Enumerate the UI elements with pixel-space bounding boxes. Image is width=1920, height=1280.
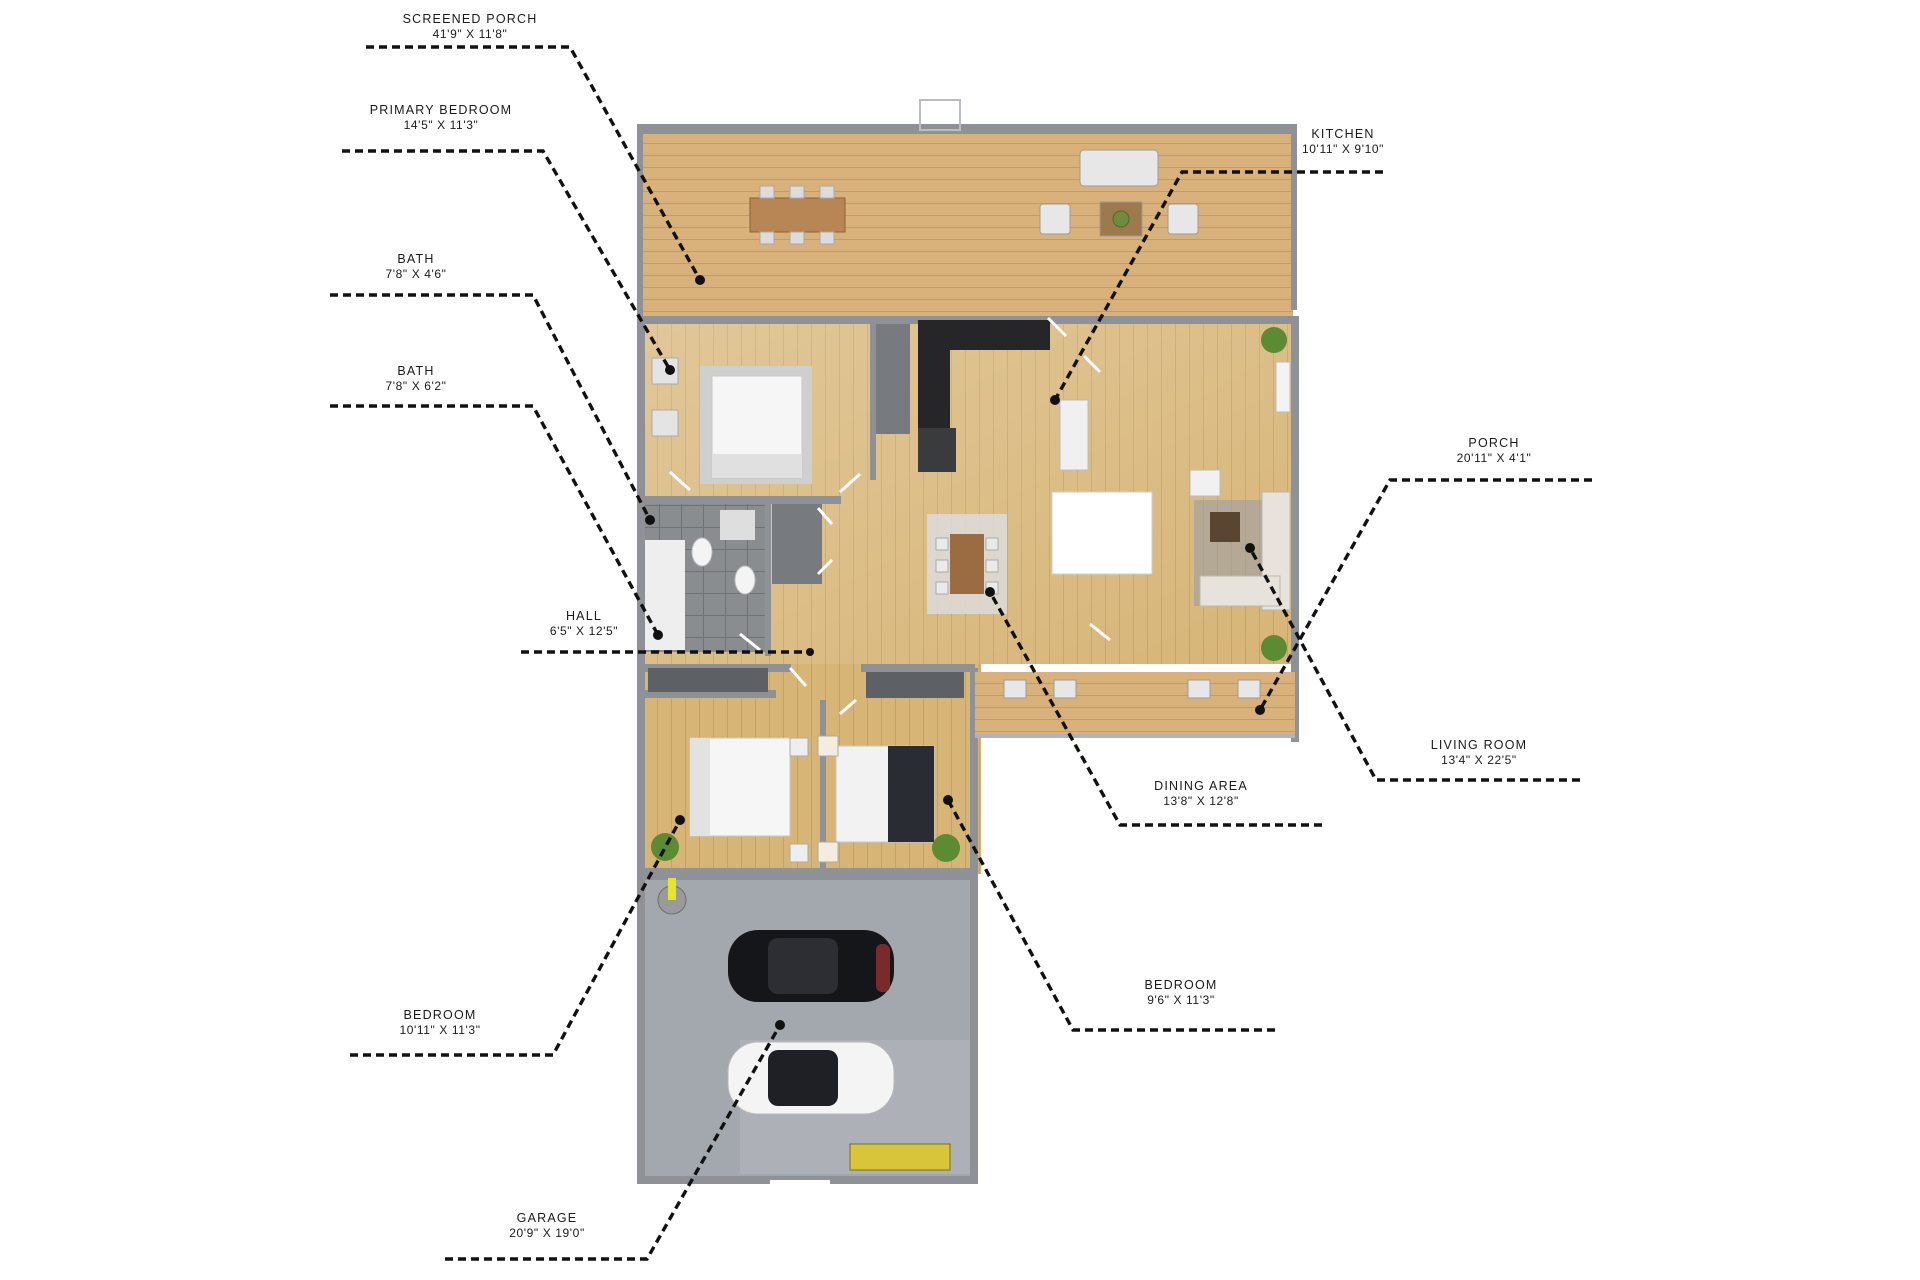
room-dims: 13'4" X 22'5" bbox=[1441, 753, 1517, 767]
leader-bath-2 bbox=[330, 404, 660, 636]
label-screened-porch: SCREENED PORCH 41'9" X 11'8" bbox=[403, 12, 538, 41]
label-bedroom-2: BEDROOM 9'6" X 11'3" bbox=[1145, 978, 1218, 1007]
room-name: BATH bbox=[397, 364, 435, 378]
label-bath-2: BATH 7'8" X 6'2" bbox=[385, 364, 446, 393]
primary-bed bbox=[651, 357, 812, 484]
room-dims: 20'11" X 4'1" bbox=[1456, 451, 1532, 465]
label-living-room: LIVING ROOM 13'4" X 22'5" bbox=[1431, 738, 1528, 767]
leader-living-room bbox=[1248, 547, 1580, 782]
leader-porch bbox=[1258, 478, 1592, 711]
room-dims: 14'5" X 11'3" bbox=[403, 118, 479, 132]
room-dims: 10'11" X 11'3" bbox=[399, 1023, 481, 1037]
leader-bedroom-2 bbox=[946, 799, 1275, 1032]
leader-primary-bedroom bbox=[342, 149, 672, 371]
room-dims: 20'9" X 19'0" bbox=[509, 1226, 585, 1240]
white-car bbox=[727, 1041, 895, 1115]
room-dims: 10'11" X 9'10" bbox=[1302, 142, 1384, 156]
room-name: LIVING ROOM bbox=[1430, 738, 1528, 752]
porch-area bbox=[975, 672, 1295, 738]
room-dims: 7'8" X 6'2" bbox=[385, 379, 447, 393]
bedroom-1-bed bbox=[651, 737, 809, 863]
room-dims: 13'8" X 12'8" bbox=[1163, 794, 1239, 808]
label-hall: HALL 6'5" X 12'5" bbox=[550, 609, 618, 638]
label-primary-bedroom: PRIMARY BEDROOM 14'5" X 11'3" bbox=[370, 103, 513, 132]
screened-porch-area bbox=[637, 99, 1297, 316]
label-bedroom-1: BEDROOM 10'11" X 11'3" bbox=[399, 1008, 480, 1037]
porch-lounge-set bbox=[1039, 149, 1199, 237]
leader-bedroom-1 bbox=[350, 819, 682, 1057]
room-name: PRIMARY BEDROOM bbox=[369, 103, 513, 117]
leader-bath-1 bbox=[330, 293, 652, 521]
dark-car bbox=[728, 930, 894, 1002]
room-dims: 41'9" X 11'8" bbox=[432, 27, 508, 41]
porch-dining-table bbox=[749, 185, 846, 245]
leader-kitchen bbox=[1053, 170, 1383, 401]
label-bath-1: BATH 7'8" X 4'6" bbox=[385, 252, 446, 281]
room-dims: 9'6" X 11'3" bbox=[1147, 993, 1215, 1007]
room-name: KITCHEN bbox=[1311, 127, 1375, 141]
room-name: SCREENED PORCH bbox=[402, 12, 538, 26]
room-dims: 7'8" X 4'6" bbox=[385, 267, 447, 281]
room-name: BEDROOM bbox=[1144, 978, 1218, 992]
room-name: BEDROOM bbox=[403, 1008, 477, 1022]
label-garage: GARAGE 20'9" X 19'0" bbox=[509, 1211, 585, 1240]
room-name: GARAGE bbox=[516, 1211, 578, 1225]
room-name: HALL bbox=[565, 609, 603, 623]
bedroom-2-bed bbox=[817, 735, 960, 863]
label-porch: PORCH 20'11" X 4'1" bbox=[1457, 436, 1532, 465]
room-name: BATH bbox=[397, 252, 435, 266]
garage-area bbox=[637, 872, 978, 1184]
dining-table bbox=[927, 514, 1007, 614]
leader-lines bbox=[330, 45, 1592, 1261]
label-kitchen: KITCHEN 10'11" X 9'10" bbox=[1302, 127, 1384, 156]
leader-garage bbox=[445, 1024, 782, 1261]
leader-screened-porch bbox=[366, 45, 702, 281]
room-name: DINING AREA bbox=[1154, 779, 1248, 793]
room-dims: 6'5" X 12'5" bbox=[549, 624, 619, 638]
room-name: PORCH bbox=[1468, 436, 1520, 450]
label-dining-area: DINING AREA 13'8" X 12'8" bbox=[1154, 779, 1248, 808]
leader-endpoints bbox=[645, 275, 1265, 1030]
leader-dining-area bbox=[988, 591, 1322, 827]
